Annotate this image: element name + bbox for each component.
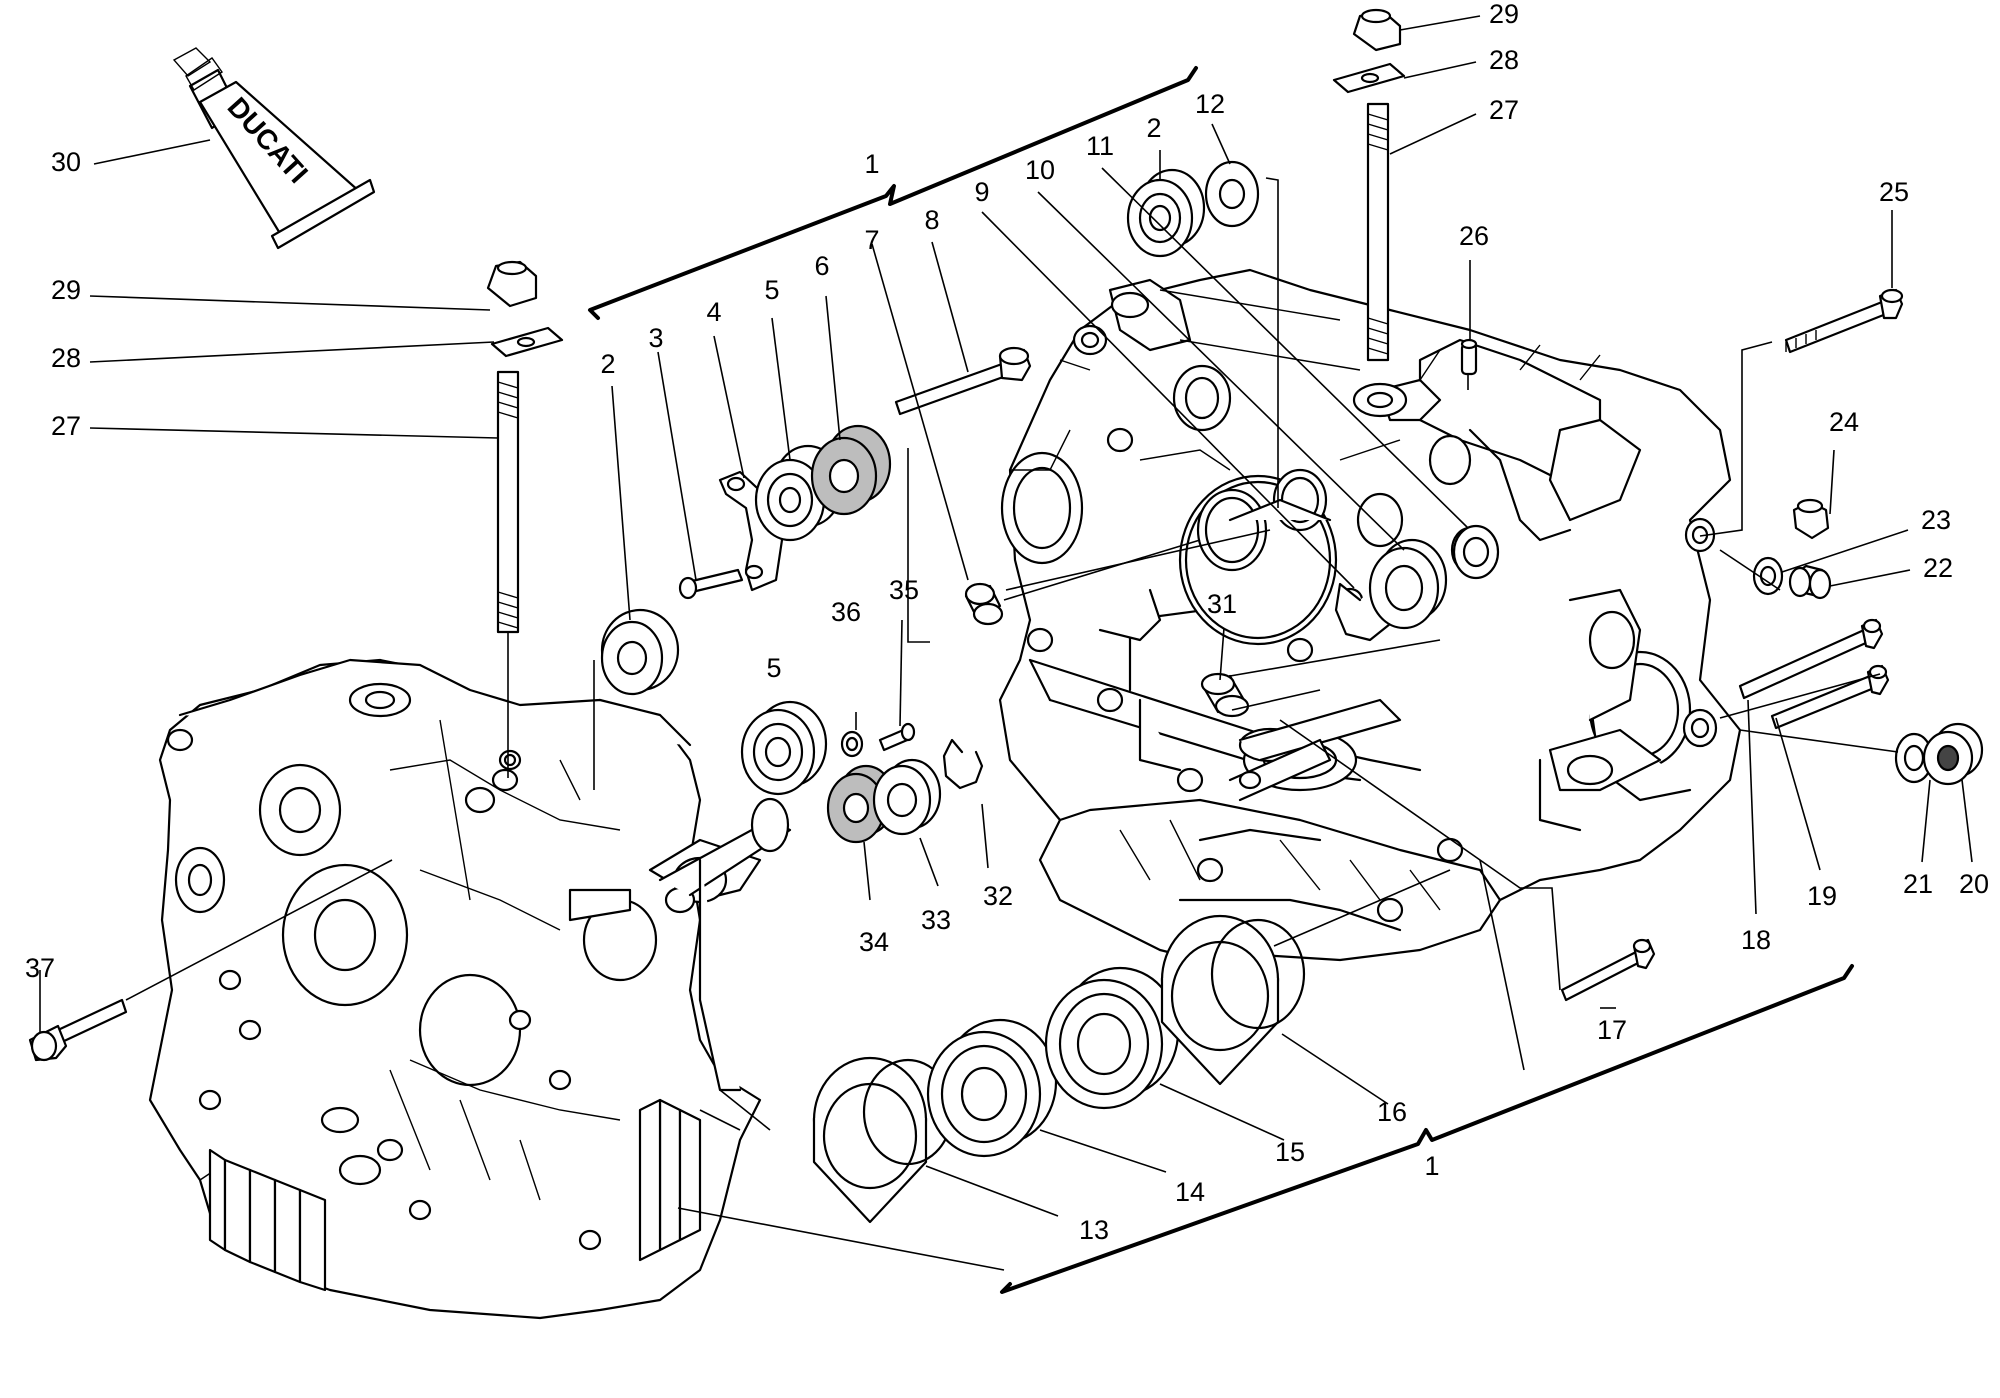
bolt-18 <box>1738 618 1884 700</box>
callout-8: 8 <box>924 205 939 235</box>
callout-7: 7 <box>864 225 879 255</box>
callout-20: 20 <box>1959 869 1989 899</box>
bearing-33 <box>872 758 942 836</box>
cap-nut-left <box>486 260 538 308</box>
callout-23: 23 <box>1921 505 1951 535</box>
callout-3: 3 <box>648 323 663 353</box>
callout-27-left: 27 <box>51 411 81 441</box>
callout-26: 26 <box>1459 221 1489 251</box>
callout-31: 31 <box>1207 589 1237 619</box>
callout-17: 17 <box>1597 1015 1627 1045</box>
callout-36: 36 <box>831 597 861 627</box>
callout-34: 34 <box>859 927 889 957</box>
bearing-2-right <box>1126 168 1206 258</box>
callout-9: 9 <box>974 177 989 207</box>
bearing-10 <box>1368 538 1448 630</box>
sealant-tube: DUCATI <box>172 47 376 250</box>
callout-2-right: 2 <box>1146 113 1161 143</box>
callout-10: 10 <box>1025 155 1055 185</box>
screw-35 <box>878 722 916 752</box>
bearing-2-left <box>600 608 680 696</box>
plug-22 <box>1788 564 1832 600</box>
bolt-37 <box>28 998 128 1062</box>
dowel-31 <box>1200 672 1250 718</box>
dowel-7 <box>964 582 1004 626</box>
washer-11 <box>1452 524 1500 580</box>
callout-29-left: 29 <box>51 275 81 305</box>
plug-24 <box>1792 498 1830 540</box>
callout-37: 37 <box>25 953 55 983</box>
plug-20 <box>1922 722 1984 786</box>
bearing-14 <box>926 1018 1058 1158</box>
washer-12 <box>1204 160 1260 228</box>
callout-22: 22 <box>1923 553 1953 583</box>
callout-21: 21 <box>1903 869 1933 899</box>
washer-plate-right <box>1332 62 1406 94</box>
callout-18: 18 <box>1741 925 1771 955</box>
callout-1-upper: 1 <box>864 149 879 179</box>
callout-19: 19 <box>1807 881 1837 911</box>
stud-left <box>496 370 520 634</box>
callout-28-right: 28 <box>1489 45 1519 75</box>
bearing-5-lower <box>740 700 828 796</box>
callout-5-upper: 5 <box>764 275 779 305</box>
bushing-13 <box>812 1056 954 1224</box>
pin-26 <box>1460 338 1478 376</box>
leader-lines <box>39 15 1973 1271</box>
callout-2-left: 2 <box>600 349 615 379</box>
washer-21 <box>1894 732 1934 784</box>
callout-4: 4 <box>706 297 721 327</box>
callout-14: 14 <box>1175 1177 1205 1207</box>
callout-12: 12 <box>1195 89 1225 119</box>
callout-5-lower: 5 <box>766 653 781 683</box>
bolt-8 <box>894 346 1032 416</box>
callout-6: 6 <box>814 251 829 281</box>
callout-32: 32 <box>983 881 1013 911</box>
bolt-17 <box>1560 938 1656 1002</box>
callout-13: 13 <box>1079 1215 1109 1245</box>
circlip-32 <box>942 738 984 790</box>
bushing-16 <box>1160 914 1306 1086</box>
callout-30: 30 <box>51 147 81 177</box>
callout-28-left: 28 <box>51 343 81 373</box>
callout-11: 11 <box>1086 131 1114 161</box>
callout-15: 15 <box>1275 1137 1305 1167</box>
washer-plate-left <box>490 326 564 358</box>
callout-25: 25 <box>1879 177 1909 207</box>
bearing-15 <box>1044 966 1180 1110</box>
callout-1-lower: 1 <box>1424 1151 1439 1181</box>
bolt-25 <box>1784 288 1904 354</box>
callout-16: 16 <box>1377 1097 1407 1127</box>
callout-24: 24 <box>1829 407 1859 437</box>
cap-nut-right <box>1352 8 1402 52</box>
screw-3 <box>678 568 744 600</box>
callout-labels: 30 29 28 27 1 2 3 4 5 6 7 8 9 10 11 2 12… <box>25 0 1989 1245</box>
group-bracket-lower <box>1000 964 1854 1294</box>
callout-35: 35 <box>889 575 919 605</box>
callout-33: 33 <box>921 905 951 935</box>
washer-36 <box>840 730 864 758</box>
seal-6 <box>810 424 892 516</box>
callout-29-right: 29 <box>1489 0 1519 29</box>
left-crankcase-half <box>148 658 792 1320</box>
callout-27-right: 27 <box>1489 95 1519 125</box>
stud-right <box>1366 102 1390 362</box>
group-bracket-upper <box>588 66 1198 320</box>
